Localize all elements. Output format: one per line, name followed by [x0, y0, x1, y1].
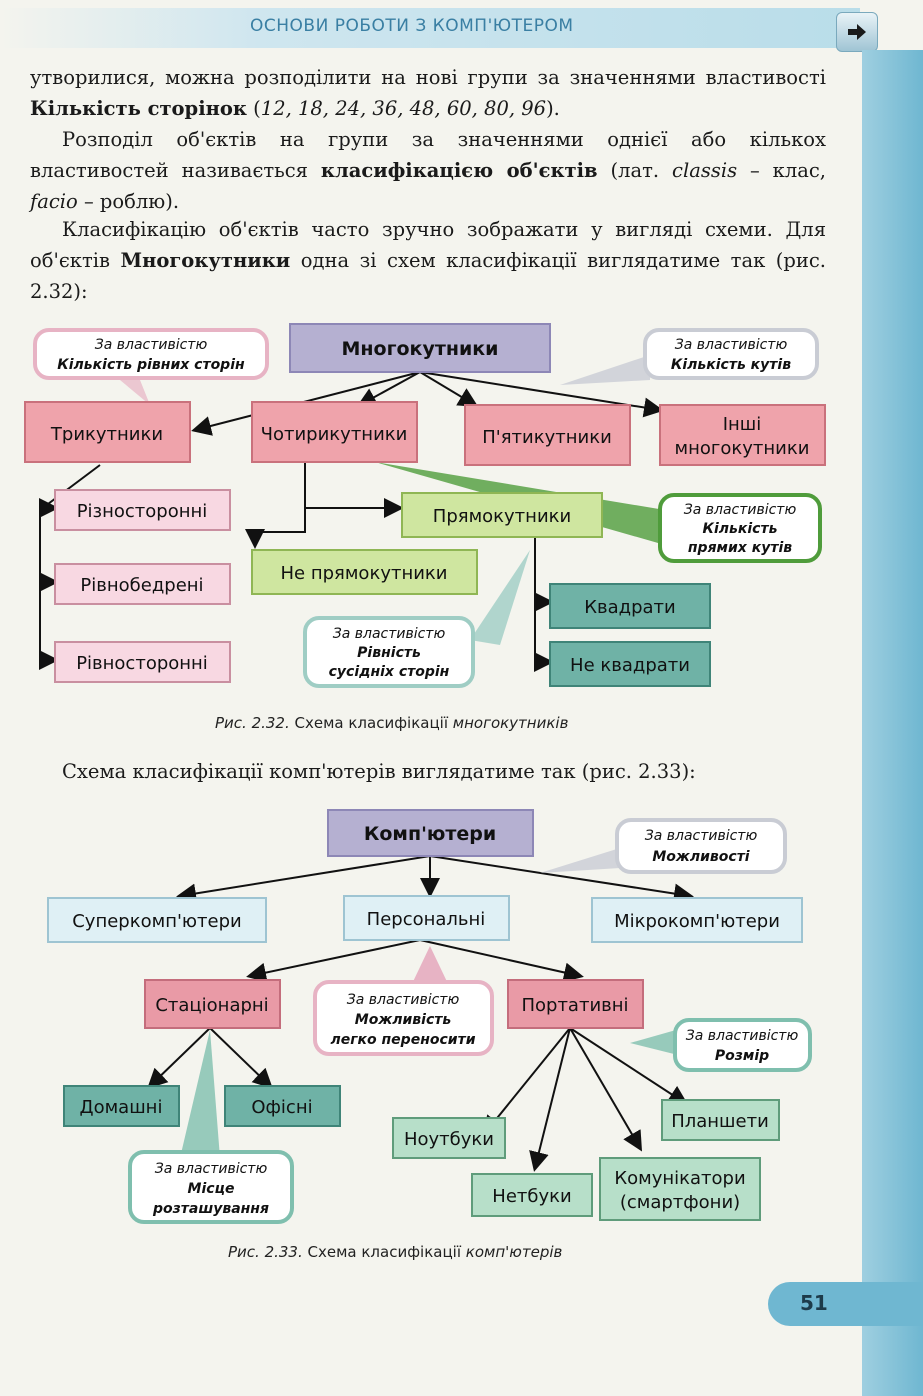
node-pentagons: П'ятикутники	[482, 427, 612, 448]
node-equilateral: Рівносторонні	[76, 653, 208, 674]
paragraph-4: Схема класифікації комп'ютерів виглядати…	[62, 760, 696, 783]
node-isosceles: Рівнобедрені	[80, 575, 203, 596]
header-bar	[0, 8, 860, 48]
node-communicators-line1: Комунікатори	[614, 1168, 745, 1189]
root-box	[289, 323, 551, 373]
node-personal: Персональні	[367, 909, 486, 930]
paragraph-3: Класифікацію об'єктів часто зручно зобра…	[30, 218, 827, 303]
computer-classification-diagram: Комп'ютери Суперкомп'ютери Персональні М…	[47, 809, 812, 1224]
node-tablets: Планшети	[671, 1111, 769, 1132]
figure-2-33-caption: Рис. 2.33. Схема класифікації комп'ютері…	[228, 1243, 563, 1261]
note8-line2: розташування	[152, 1201, 269, 1217]
note8-prefix: За властивістю	[155, 1161, 268, 1177]
polygon-classification-diagram: Многокутники Трикутники Чотирикутники П'…	[24, 323, 826, 688]
note6-line2: легко переносити	[330, 1032, 475, 1048]
node-supercomputers: Суперкомп'ютери	[72, 911, 242, 932]
next-page-button[interactable]	[836, 12, 878, 52]
note2-label: Кількість кутів	[671, 357, 791, 373]
node-stationary: Стаціонарні	[155, 995, 268, 1016]
note5-prefix: За властивістю	[645, 828, 758, 844]
node-home: Домашні	[80, 1097, 163, 1118]
arrow-right-icon	[848, 24, 866, 40]
node-squares: Квадрати	[584, 597, 676, 618]
note6-line1: Можливість	[355, 1012, 452, 1028]
note7-prefix: За властивістю	[686, 1028, 799, 1044]
note6-prefix: За властивістю	[347, 992, 460, 1008]
node-quadrilaterals: Чотирикутники	[261, 424, 408, 445]
note4-line2: сусідніх сторін	[329, 664, 450, 680]
page-number-tab	[768, 1282, 923, 1326]
node-non-rectangles: Не прямокутники	[281, 563, 448, 584]
node-other-line1: Інші	[723, 414, 762, 435]
node-laptops: Ноутбуки	[404, 1129, 494, 1150]
node-communicators-line2: (смартфони)	[620, 1192, 740, 1213]
note4-line1: Рівність	[357, 645, 421, 661]
node-rectangles: Прямокутники	[433, 506, 571, 527]
note7-label: Розмір	[715, 1048, 769, 1064]
paragraph-2: Розподіл об'єктів на групи за значеннями…	[30, 128, 826, 213]
chapter-title: ОСНОВИ РОБОТИ З КОМП'ЮТЕРОМ	[250, 16, 574, 36]
note4-prefix: За властивістю	[333, 626, 446, 642]
figure-2-32-caption: Рис. 2.32. Схема класифікації многокутни…	[215, 714, 569, 732]
side-strip	[862, 50, 923, 1396]
note1-label: Кількість рівних сторін	[57, 357, 245, 373]
root-label: Многокутники	[341, 338, 498, 360]
note3-prefix: За властивістю	[684, 502, 797, 518]
note3-line2: прямих кутів	[688, 540, 792, 556]
computers-root-label: Комп'ютери	[364, 823, 496, 845]
node-microcomputers: Мікрокомп'ютери	[614, 911, 780, 932]
note1-prefix: За властивістю	[95, 337, 208, 353]
node-portable: Портативні	[521, 995, 628, 1016]
note5-label: Можливості	[652, 849, 749, 865]
node-other-line2: многокутники	[675, 438, 810, 459]
page-number: 51	[800, 1291, 828, 1315]
node-scalene: Різносторонні	[77, 501, 208, 522]
node-office: Офісні	[251, 1097, 312, 1118]
note2-prefix: За властивістю	[675, 337, 788, 353]
paragraph-1: утворилися, можна розподілити на нові гр…	[30, 66, 826, 120]
node-triangles: Трикутники	[50, 424, 163, 445]
note8-line1: Місце	[188, 1181, 235, 1197]
note3-line1: Кількість	[703, 521, 778, 537]
node-non-squares: Не квадрати	[570, 655, 690, 676]
node-netbooks: Нетбуки	[492, 1186, 571, 1207]
